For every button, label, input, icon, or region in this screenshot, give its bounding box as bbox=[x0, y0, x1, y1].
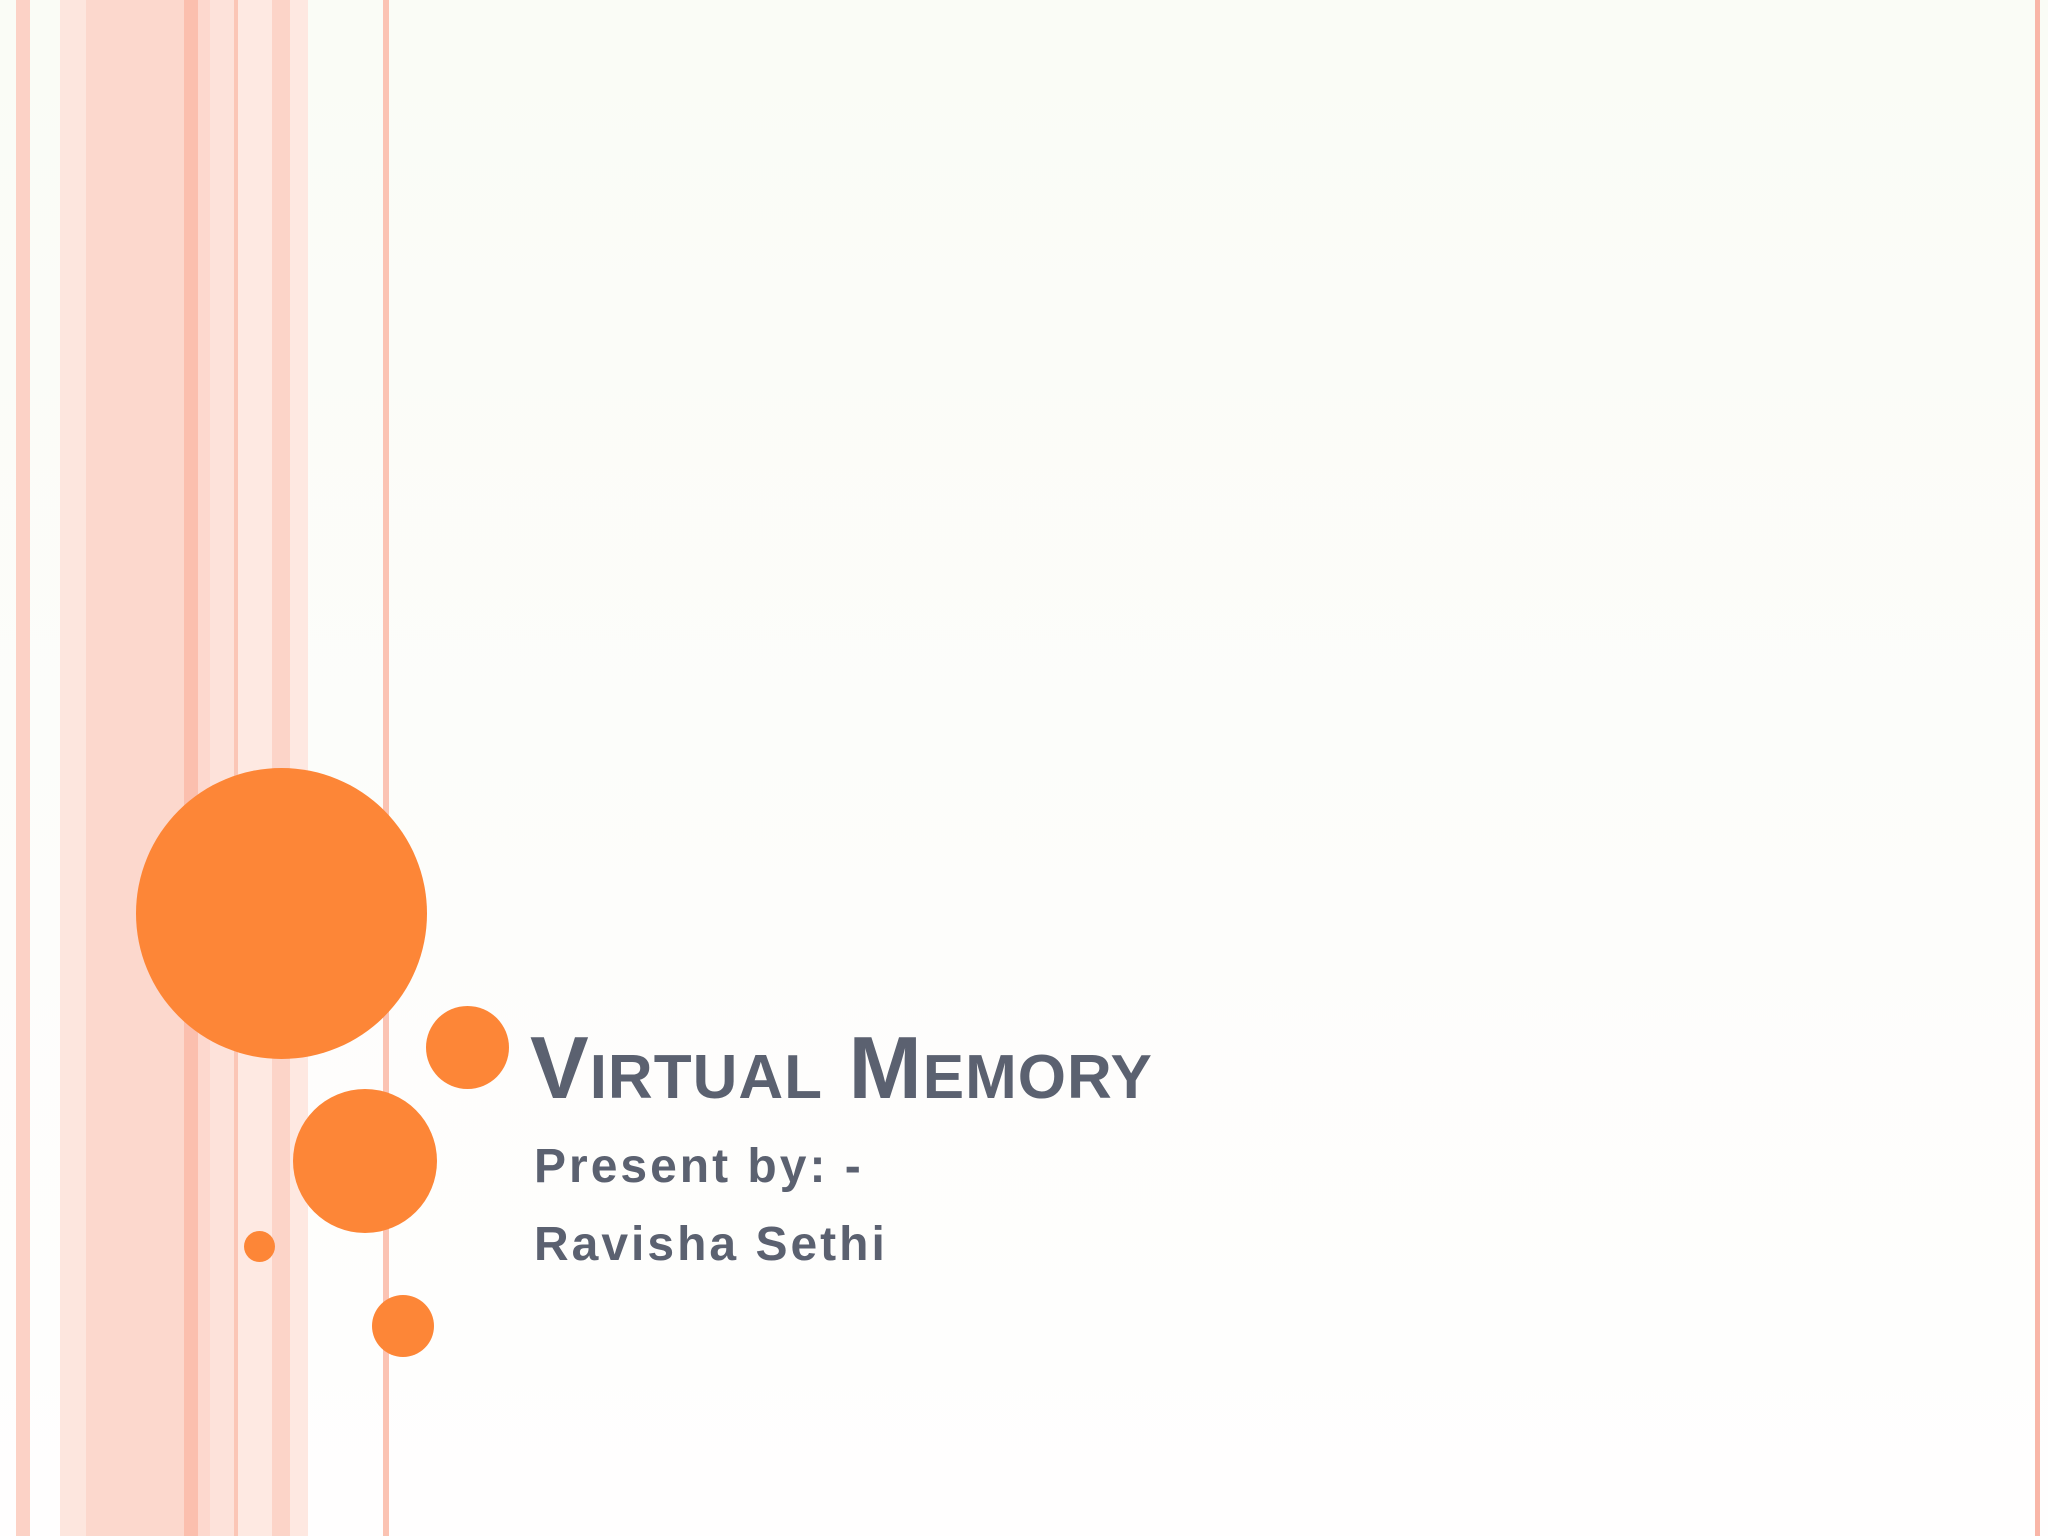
presenter-label: Present by: - bbox=[534, 1140, 864, 1193]
slide-title: Virtual Memory bbox=[530, 1018, 1153, 1117]
small-circle-upper bbox=[426, 1006, 509, 1089]
tiny-circle bbox=[244, 1231, 275, 1262]
medium-circle bbox=[293, 1089, 437, 1233]
large-circle bbox=[136, 768, 427, 1059]
subtitle-block: Present by: - Ravisha Sethi bbox=[534, 1128, 1214, 1284]
presenter-name: Ravisha Sethi bbox=[534, 1218, 888, 1271]
right-edge-stripe bbox=[2035, 0, 2040, 1536]
small-circle-lower bbox=[372, 1295, 434, 1357]
